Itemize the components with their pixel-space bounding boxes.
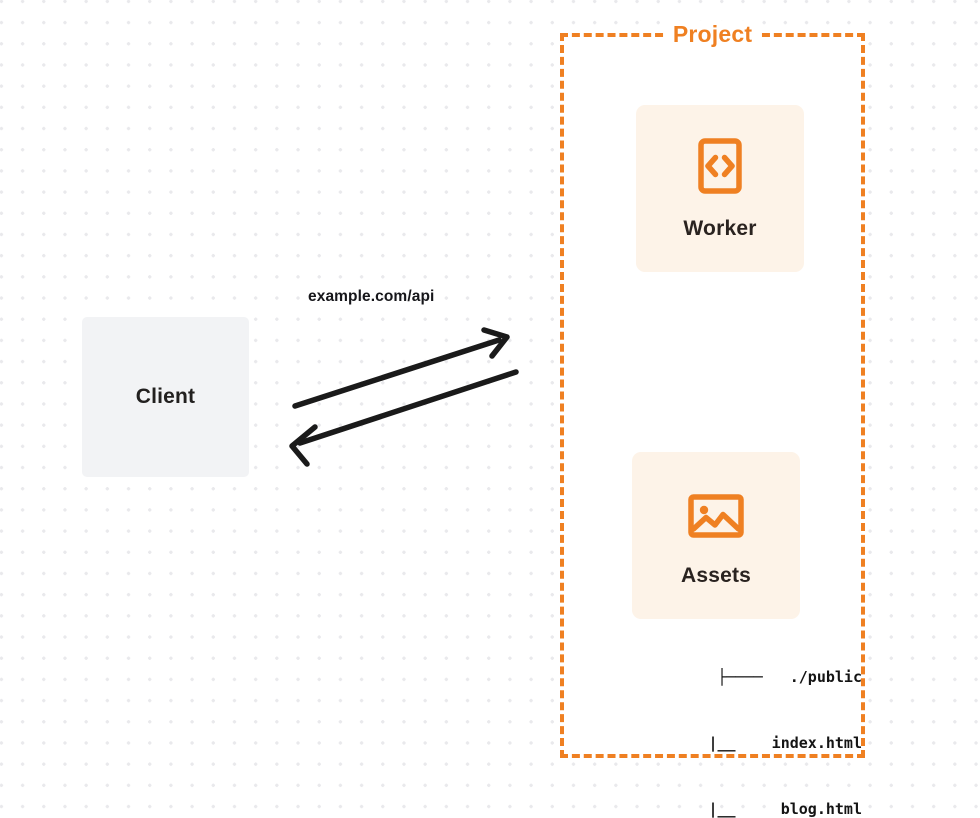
container-project-title-text: Project [665, 21, 760, 47]
node-worker-label: Worker [683, 216, 757, 240]
arrow-response [289, 369, 519, 467]
node-client[interactable]: Client [82, 317, 249, 477]
connection-label-request: example.com/api [308, 288, 435, 305]
container-project-title: Project [564, 21, 861, 48]
code-brackets-icon [698, 137, 742, 194]
node-worker[interactable]: Worker [636, 105, 804, 272]
file-tree-row: ├──── ./public [717, 668, 863, 686]
node-assets-label: Assets [680, 563, 752, 587]
node-assets[interactable]: Assets [632, 452, 800, 619]
node-client-label: Client [135, 385, 196, 408]
file-tree-row: |__ index.html [663, 734, 862, 752]
image-picture-icon [688, 493, 744, 538]
container-project: Project Worker Assets ├──── ./public |_ [560, 21, 865, 818]
assets-file-tree: ├──── ./public |__ index.html |__ blog.h… [612, 622, 862, 818]
file-tree-row: |__ blog.html [663, 800, 862, 818]
arrow-request [292, 327, 510, 409]
